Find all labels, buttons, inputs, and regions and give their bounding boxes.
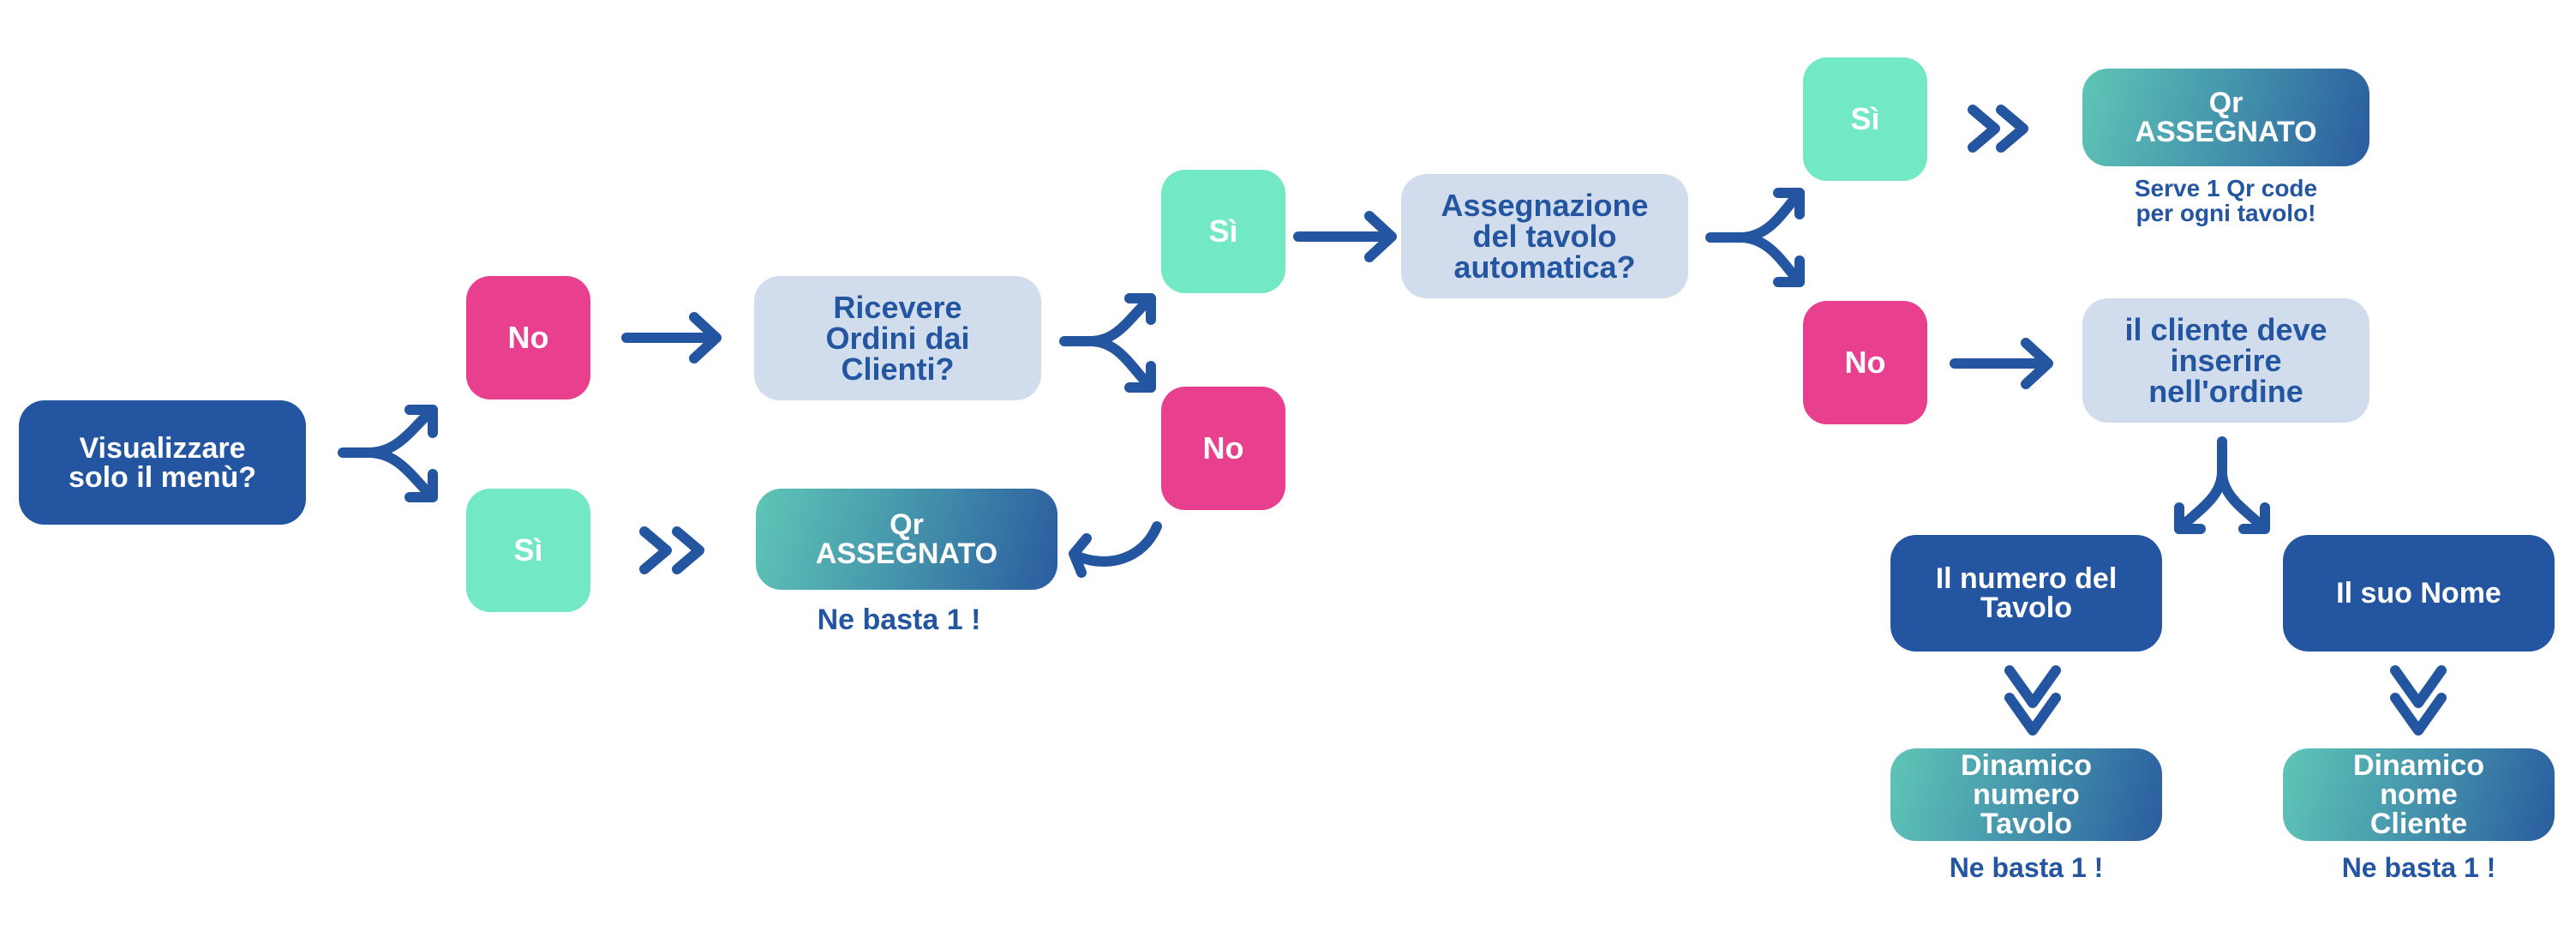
double-chevron-right-icon	[1968, 105, 2028, 153]
option-client-name: Il suo Nome	[2283, 535, 2555, 652]
arrow-right-icon	[1293, 211, 1397, 262]
split-arrow-icon	[1059, 293, 1156, 393]
answer-no-view-menu: No	[466, 276, 590, 399]
question-view-menu-only: Visualizzare solo il menù?	[19, 400, 306, 525]
option-table-number: Il numero del Tavolo	[1890, 535, 2162, 652]
question-automatic-table-assignment: Assegnazione del tavolo automatica?	[1401, 174, 1688, 298]
dynamic-client-name: Dinamico nome Cliente	[2283, 748, 2555, 841]
dynamic-name-note: Ne basta 1 !	[2341, 852, 2496, 883]
split-arrow-icon	[1705, 188, 1805, 287]
qr-single-note: Ne basta 1 !	[817, 604, 981, 636]
split-down-arrow-icon	[2174, 436, 2270, 534]
answer-yes-auto-table: Sì	[1803, 57, 1927, 181]
double-chevron-right-icon	[639, 526, 704, 574]
dynamic-table-note: Ne basta 1 !	[1949, 852, 2104, 883]
question-receive-orders: Ricevere Ordini dai Clienti?	[754, 276, 1041, 400]
double-chevron-down-icon	[2390, 665, 2447, 736]
answer-no-auto-table: No	[1803, 301, 1927, 424]
curved-arrow-icon	[1069, 521, 1162, 578]
qr-per-table-note: Serve 1 Qr code per ogni tavolo!	[2134, 175, 2318, 227]
double-chevron-down-icon	[2004, 665, 2061, 736]
arrow-right-icon	[621, 312, 722, 363]
qr-assigned-single: Qr ASSEGNATO	[756, 489, 1057, 590]
answer-no-receive-orders: No	[1161, 387, 1285, 510]
qr-assigned-per-table: Qr ASSEGNATO	[2082, 69, 2369, 166]
arrow-right-icon	[1950, 338, 2053, 389]
split-arrow-icon	[338, 405, 438, 502]
answer-yes-view-menu: Sì	[466, 489, 590, 612]
answer-yes-receive-orders: Sì	[1161, 170, 1285, 293]
client-must-insert-in-order: il cliente deve inserire nell'ordine	[2082, 298, 2369, 423]
dynamic-table-number: Dinamico numero Tavolo	[1890, 748, 2162, 841]
